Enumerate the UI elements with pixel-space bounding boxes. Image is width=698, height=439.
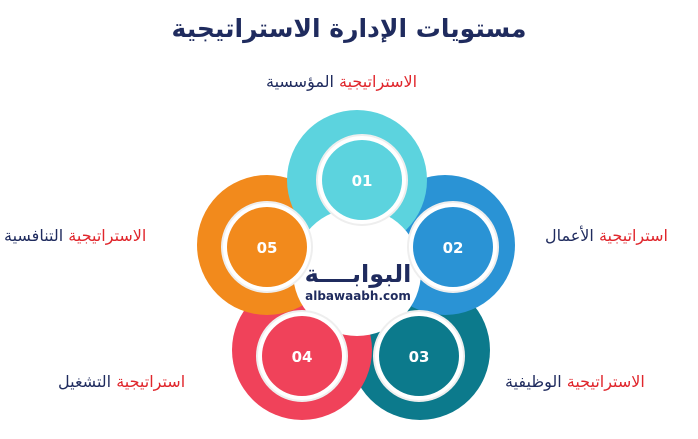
- label-03-navy: الوظيفية: [505, 372, 562, 391]
- node-01: 01: [316, 134, 408, 226]
- node-number-03: 03: [409, 348, 430, 366]
- logo-arabic: البوابــــة: [305, 260, 412, 288]
- label-04-navy: التشغيل: [58, 372, 112, 391]
- label-02-navy: الأعمال: [545, 226, 594, 245]
- center-area: [293, 208, 421, 336]
- label-03-red: الاستراتيجية: [566, 372, 645, 391]
- diagram-title: مستويات الإدارة الاستراتيجية: [171, 14, 527, 43]
- node-03: 03: [373, 310, 465, 402]
- node-number-05: 05: [257, 239, 278, 257]
- label-01-navy: المؤسسية: [266, 72, 334, 91]
- label-level-04: استراتيجية التشغيل: [58, 372, 185, 391]
- label-05-red: الاستراتيجية: [68, 226, 147, 245]
- site-logo: البوابــــة albawaabh.com: [305, 260, 412, 303]
- node-04: 04: [256, 310, 348, 402]
- node-number-02: 02: [443, 239, 464, 257]
- node-02: 02: [407, 201, 499, 293]
- label-level-02: استراتيجية الأعمال: [545, 226, 668, 245]
- label-level-05: الاستراتيجية التنافسية: [4, 226, 146, 245]
- label-04-red: استراتيجية: [116, 372, 186, 391]
- node-05: 05: [221, 201, 313, 293]
- label-05-navy: التنافسية: [4, 226, 64, 245]
- label-level-01: الاستراتيجية المؤسسية: [266, 72, 417, 91]
- node-number-01: 01: [352, 172, 373, 190]
- logo-english: albawaabh.com: [305, 289, 411, 303]
- node-number-04: 04: [292, 348, 313, 366]
- label-level-03: الاستراتيجية الوظيفية: [505, 372, 645, 391]
- label-01-red: الاستراتيجية: [339, 72, 418, 91]
- label-02-red: استراتيجية: [598, 226, 668, 245]
